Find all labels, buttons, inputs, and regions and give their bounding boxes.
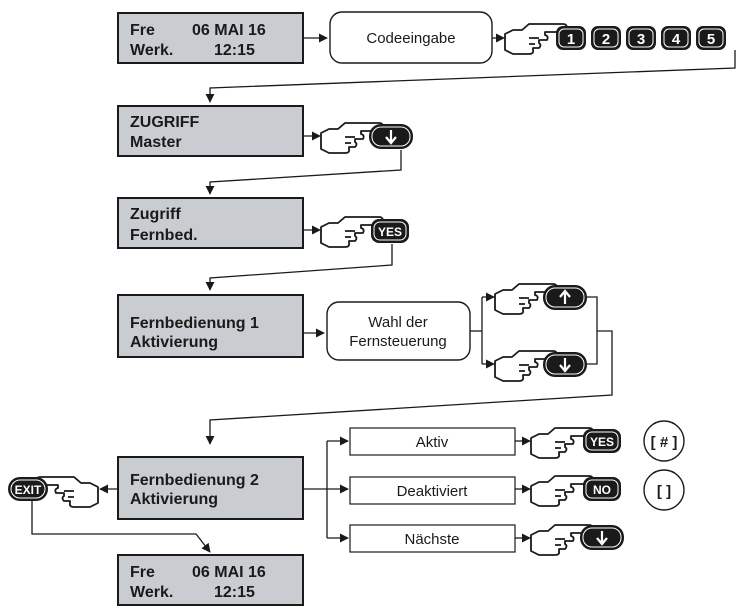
- lcd-start-time: 12:15: [214, 42, 255, 59]
- lcd-zugriff-fernbed-line1: Zugriff: [130, 206, 181, 223]
- key-5-button[interactable]: 5: [696, 26, 726, 50]
- lcd-end-display: Fre 06 MAI 16 Werk. 12:15: [117, 554, 304, 606]
- down-arrow-button[interactable]: [543, 352, 587, 377]
- lcd-zugriff-master-line1: ZUGRIFF: [130, 114, 200, 131]
- lcd-fernbedienung-1-line2: Aktivierung: [130, 334, 218, 351]
- lcd-fernbedienung-1: Fernbedienung 1 Aktivierung: [117, 294, 304, 358]
- code-hash-label: [ # ]: [651, 434, 678, 451]
- key-3-label: 3: [637, 31, 645, 48]
- lcd-zugriff-fernbed-line2: Fernbed.: [130, 227, 198, 244]
- code-hash-badge: [ # ]: [643, 420, 685, 462]
- yes-button[interactable]: YES: [371, 219, 409, 243]
- connector-master-to-fernbed: [205, 150, 402, 195]
- exit-button[interactable]: EXIT: [8, 477, 48, 501]
- process-wahl-line2: Fernsteuerung: [349, 333, 447, 350]
- lcd-fernbedienung-2-line2: Aktivierung: [130, 491, 218, 508]
- exit-button-label: EXIT: [15, 483, 42, 497]
- down-arrow-button[interactable]: [369, 124, 413, 149]
- arrow-down-icon: [559, 358, 571, 373]
- yes-button-label: YES: [378, 225, 402, 239]
- key-4-label: 4: [672, 31, 681, 48]
- key-2-button[interactable]: 2: [591, 26, 621, 50]
- lcd-end-time: 12:15: [214, 584, 255, 601]
- connector-exit-to-end: [31, 501, 211, 553]
- lcd-zugriff-fernbed: Zugriff Fernbed.: [117, 197, 304, 249]
- code-empty-badge: [ ]: [643, 469, 685, 511]
- lcd-start-display: Fre 06 MAI 16 Werk. 12:15: [117, 12, 304, 64]
- arrow-down-icon: [385, 130, 397, 145]
- option-aktiv: Aktiv: [349, 427, 516, 456]
- yes-button-label: YES: [590, 435, 614, 449]
- process-wahl-fernsteuerung: Wahl der Fernsteuerung: [326, 301, 471, 361]
- option-deaktiviert-label: Deaktiviert: [397, 483, 469, 500]
- connector-branch-merge: [587, 296, 598, 365]
- option-naechste-label: Nächste: [404, 531, 459, 548]
- lcd-zugriff-master-line2: Master: [130, 134, 182, 151]
- arrow-down-icon: [596, 531, 608, 546]
- key-2-label: 2: [602, 31, 610, 48]
- lcd-zugriff-master: ZUGRIFF Master: [117, 105, 304, 157]
- yes-button[interactable]: YES: [583, 429, 621, 453]
- down-arrow-button[interactable]: [580, 525, 624, 550]
- lcd-end-date: 06 MAI 16: [192, 564, 266, 581]
- lcd-start-mode: Werk.: [130, 42, 173, 59]
- lcd-fernbedienung-2-line1: Fernbedienung 2: [130, 472, 259, 489]
- arrow-up-icon: [559, 289, 571, 304]
- key-4-button[interactable]: 4: [661, 26, 691, 50]
- connector-to-fernbedienung2: [205, 330, 613, 445]
- lcd-start-date: 06 MAI 16: [192, 22, 266, 39]
- connector-keys-to-master: [205, 50, 736, 103]
- option-naechste: Nächste: [349, 524, 516, 553]
- process-wahl-line1: Wahl der: [368, 314, 427, 331]
- key-1-button[interactable]: 1: [556, 26, 586, 50]
- up-arrow-button[interactable]: [543, 285, 587, 310]
- process-codeeingabe: Codeeingabe: [329, 11, 493, 64]
- option-deaktiviert: Deaktiviert: [349, 476, 516, 505]
- code-empty-label: [ ]: [657, 483, 671, 500]
- no-button[interactable]: NO: [583, 477, 621, 501]
- lcd-end-mode: Werk.: [130, 584, 173, 601]
- key-1-label: 1: [567, 31, 575, 48]
- lcd-start-day: Fre: [130, 22, 155, 39]
- connector-fernbed-to-fernbedienung1: [205, 244, 393, 291]
- lcd-end-day: Fre: [130, 564, 155, 581]
- lcd-fernbedienung-2: Fernbedienung 2 Aktivierung: [117, 456, 304, 520]
- key-3-button[interactable]: 3: [626, 26, 656, 50]
- key-5-label: 5: [707, 31, 715, 48]
- process-codeeingabe-label: Codeeingabe: [366, 30, 455, 47]
- lcd-fernbedienung-1-line1: Fernbedienung 1: [130, 315, 259, 332]
- option-aktiv-label: Aktiv: [416, 434, 449, 451]
- no-button-label: NO: [593, 483, 611, 497]
